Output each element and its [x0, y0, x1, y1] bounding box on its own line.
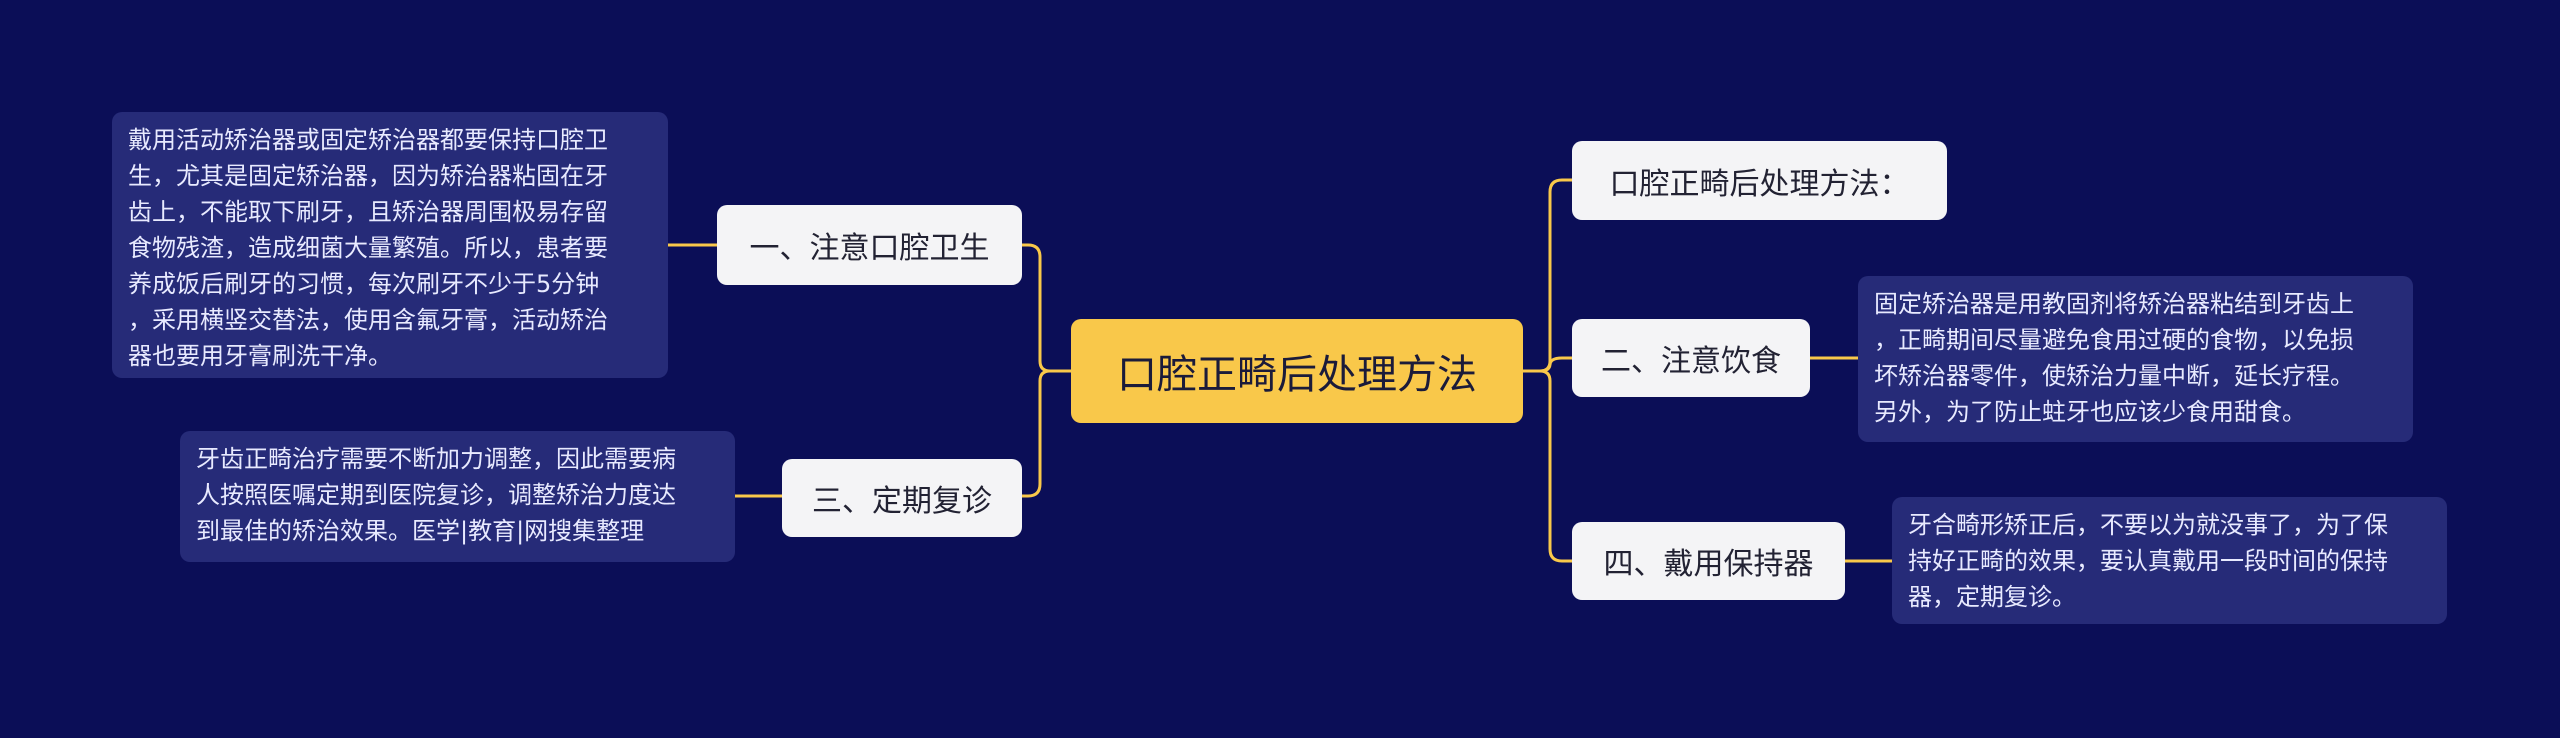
leaf-followup-detail: 牙齿正畸治疗需要不断加力调整，因此需要病 人按照医嘱定期到医院复诊，调整矫治力度…: [180, 431, 735, 562]
branch-methods-title[interactable]: 口腔正畸后处理方法：: [1572, 141, 1947, 220]
leaf-oral-hygiene-text: 戴用活动矫治器或固定矫治器都要保持口腔卫 生，尤其是固定矫治器，因为矫治器粘固在…: [128, 126, 608, 370]
leaf-diet-text: 固定矫治器是用教固剂将矫治器粘结到牙齿上 ，正畸期间尽量避免食用过硬的食物，以免…: [1874, 290, 2354, 426]
connector-root-branch-hygiene: [1018, 243, 1073, 373]
leaf-retainer-text: 牙合畸形矫正后，不要以为就没事了，为了保 持好正畸的效果，要认真戴用一段时间的保…: [1908, 511, 2388, 611]
leaf-retainer-detail: 牙合畸形矫正后，不要以为就没事了，为了保 持好正畸的效果，要认真戴用一段时间的保…: [1892, 497, 2447, 624]
connector-root-branch-title: [1521, 178, 1574, 373]
connector-root-branch-retainer: [1521, 369, 1574, 563]
branch-retainer[interactable]: 四、戴用保持器: [1572, 522, 1845, 600]
root-topic[interactable]: 口腔正畸后处理方法: [1071, 319, 1523, 423]
leaf-oral-hygiene-detail: 戴用活动矫治器或固定矫治器都要保持口腔卫 生，尤其是固定矫治器，因为矫治器粘固在…: [112, 112, 668, 378]
branch-regular-followup[interactable]: 三、定期复诊: [782, 459, 1022, 537]
branch-oral-hygiene[interactable]: 一、注意口腔卫生: [717, 205, 1022, 285]
branch-diet[interactable]: 二、注意饮食: [1572, 319, 1810, 397]
connector-root-branch-diet: [1521, 356, 1574, 373]
leaf-followup-text: 牙齿正畸治疗需要不断加力调整，因此需要病 人按照医嘱定期到医院复诊，调整矫治力度…: [196, 445, 676, 545]
connector-root-branch-followup: [1018, 369, 1073, 498]
leaf-diet-detail: 固定矫治器是用教固剂将矫治器粘结到牙齿上 ，正畸期间尽量避免食用过硬的食物，以免…: [1858, 276, 2413, 442]
